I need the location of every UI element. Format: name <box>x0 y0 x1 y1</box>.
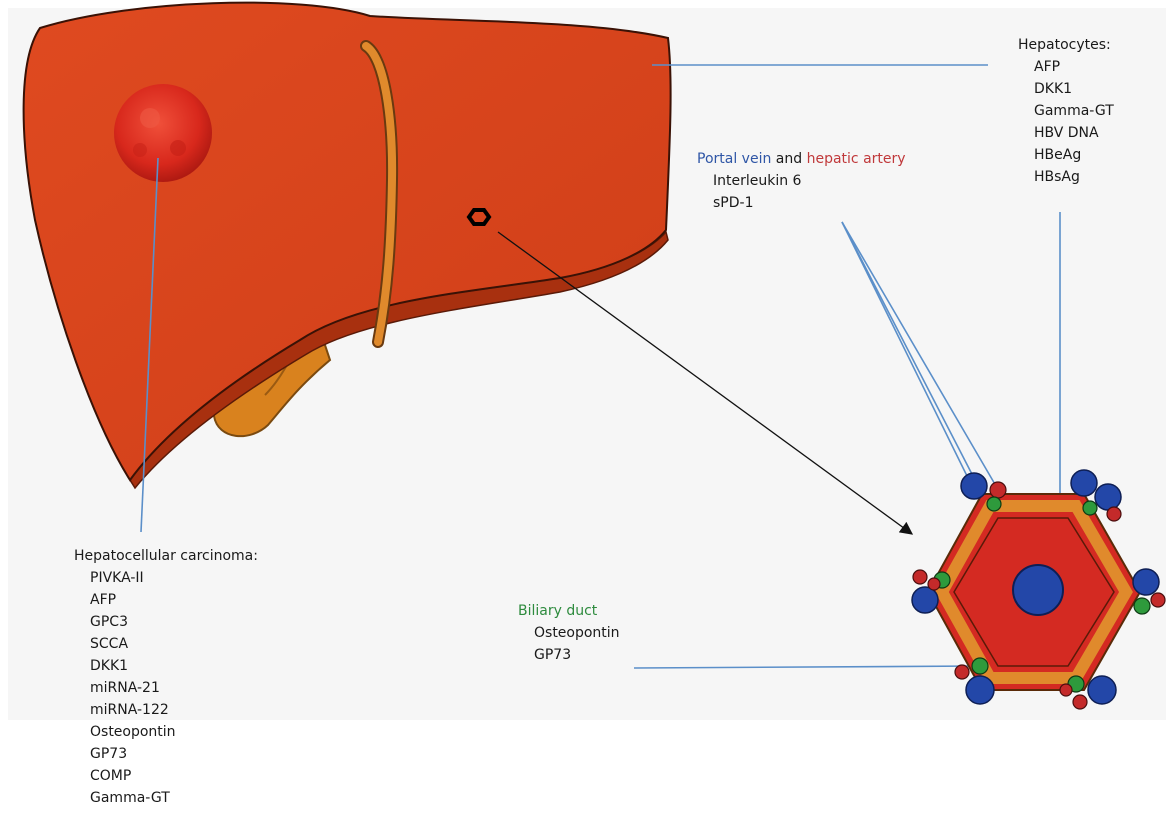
hcc-marker: GP73 <box>74 743 258 765</box>
hcc-marker: AFP <box>74 589 258 611</box>
biliary-marker: GP73 <box>518 644 620 666</box>
portal-vein-heading: Portal vein and hepatic artery <box>697 148 906 170</box>
hcc-marker: Gamma-GT <box>74 787 258 809</box>
hcc-marker: miRNA-21 <box>74 677 258 699</box>
hepatocytes-marker: DKK1 <box>1018 78 1114 100</box>
hepatocytes-marker: Gamma-GT <box>1018 100 1114 122</box>
portal-and-text: and <box>776 151 802 167</box>
hcc-title: Hepatocellular carcinoma: <box>74 545 258 567</box>
tumor <box>114 84 212 182</box>
hcc-marker: SCCA <box>74 633 258 655</box>
hepatocytes-marker: HBeAg <box>1018 144 1114 166</box>
portal-marker: sPD-1 <box>697 192 906 214</box>
hcc-marker: GPC3 <box>74 611 258 633</box>
portal-vein-label: Portal vein and hepatic artery Interleuk… <box>697 148 906 214</box>
hepatocytes-title: Hepatocytes: <box>1018 34 1114 56</box>
biliary-marker: Osteopontin <box>518 622 620 644</box>
hcc-marker: Osteopontin <box>74 721 258 743</box>
hepatocytes-label: Hepatocytes: AFP DKK1 Gamma-GT HBV DNA H… <box>1018 34 1114 188</box>
hepatocytes-marker: HBV DNA <box>1018 122 1114 144</box>
hepatic-artery-title: hepatic artery <box>807 151 906 167</box>
hepatocytes-marker: HBsAg <box>1018 166 1114 188</box>
biliary-duct-label: Biliary duct Osteopontin GP73 <box>518 600 620 666</box>
hcc-marker: PIVKA-II <box>74 567 258 589</box>
central-vein <box>1013 565 1063 615</box>
portal-marker: Interleukin 6 <box>697 170 906 192</box>
hepatocytes-marker: AFP <box>1018 56 1114 78</box>
biliary-duct-title: Biliary duct <box>518 600 620 622</box>
portal-vein-title: Portal vein <box>697 151 771 167</box>
hcc-marker: COMP <box>74 765 258 787</box>
hcc-label: Hepatocellular carcinoma: PIVKA-II AFP G… <box>74 545 258 809</box>
hcc-marker: DKK1 <box>74 655 258 677</box>
hcc-marker: miRNA-122 <box>74 699 258 721</box>
